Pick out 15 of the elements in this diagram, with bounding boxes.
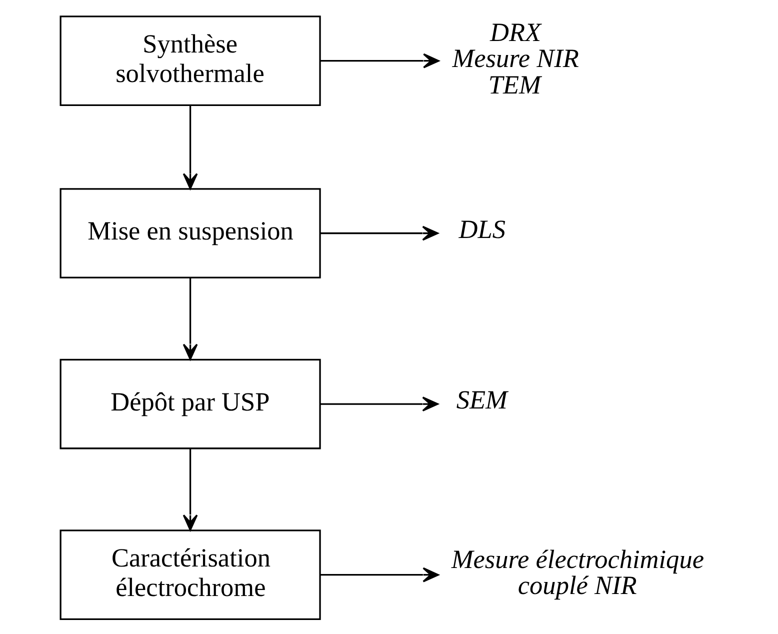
node-box: Synthèse solvothermale [60, 16, 321, 106]
arrow [320, 226, 438, 241]
node-box: Caractérisation électrochrome [60, 530, 321, 620]
arrow [182, 278, 198, 360]
arrow [320, 53, 440, 68]
node-box: Mise en suspension [60, 188, 321, 278]
node-text: DRX Mesure NIR TEM [452, 18, 579, 100]
node-text: Mesure électrochimique couplé NIR [451, 544, 704, 600]
node-text: SEM [456, 386, 508, 415]
arrow [320, 567, 439, 582]
arrow [182, 448, 198, 531]
node-text: DLS [458, 214, 506, 244]
arrow [320, 396, 438, 412]
arrow [182, 106, 198, 190]
node-box: Dépôt par USP [60, 358, 321, 450]
